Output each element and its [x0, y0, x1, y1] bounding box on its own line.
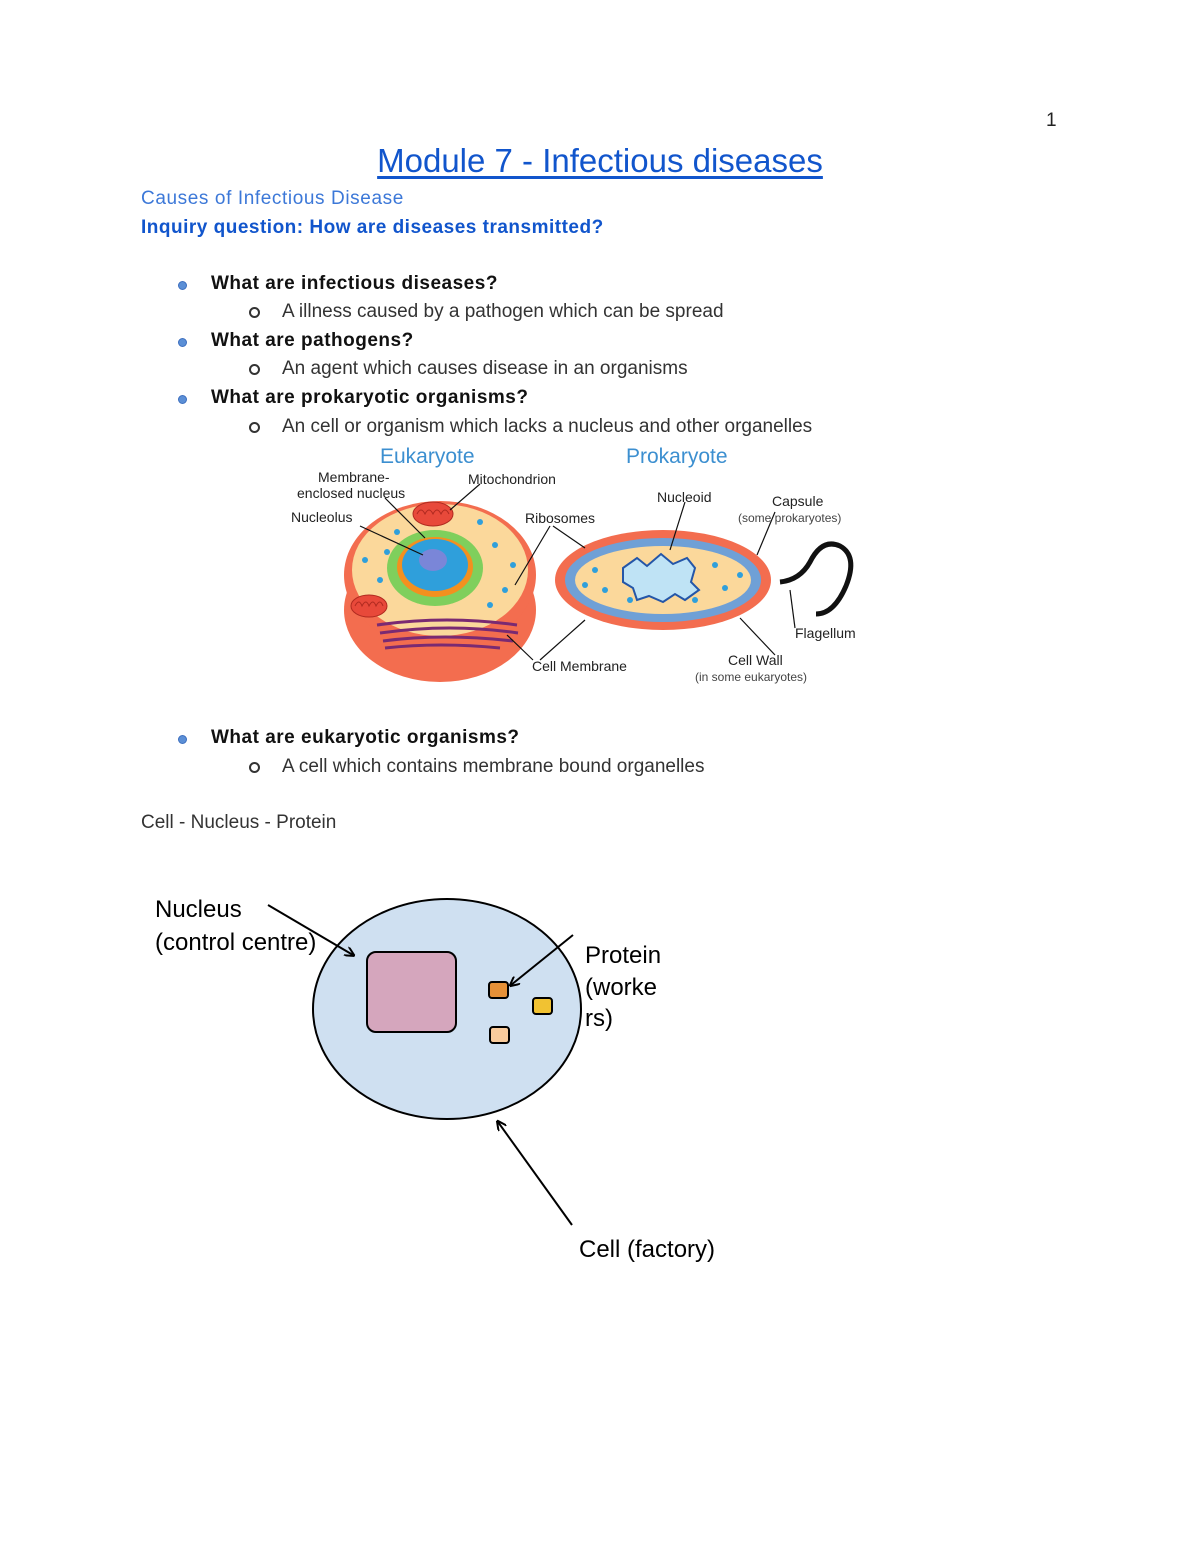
hollow-bullet-icon: [249, 307, 260, 318]
nucleolus-label: Nucleolus: [291, 509, 352, 525]
cell-comparison-diagram: Eukaryote Prokaryote Membrane- enclosed …: [291, 445, 856, 684]
workers-label-1: (worke: [585, 974, 657, 1001]
hollow-bullet-icon: [249, 364, 260, 375]
question-prokaryotic: What are prokaryotic organisms?: [211, 387, 529, 408]
cell-factory-diagram: Nucleus (control centre) Protein (worke …: [155, 896, 715, 1263]
question-eukaryotic: What are eukaryotic organisms?: [211, 727, 520, 748]
nucleus-shape: [366, 951, 457, 1033]
section-heading: Causes of Infectious Disease: [141, 188, 404, 209]
cell-membrane-label: Cell Membrane: [532, 658, 627, 674]
protein-shape: [488, 981, 509, 999]
enclosed-nucleus-label: enclosed nucleus: [297, 485, 405, 501]
page-number: 1: [1046, 110, 1057, 131]
bullet-icon: [178, 395, 187, 404]
nucleus-label: Nucleus: [155, 896, 242, 923]
answer-prokaryotic: An cell or organism which lacks a nucleu…: [282, 416, 813, 437]
hollow-bullet-icon: [249, 422, 260, 433]
capsule-note: (some prokaryotes): [738, 511, 841, 525]
capsule-label: Capsule: [772, 493, 824, 509]
eukaryote-title: Eukaryote: [380, 445, 475, 468]
hollow-bullet-icon: [249, 762, 260, 773]
mitochondrion-label: Mitochondrion: [468, 471, 556, 487]
bullet-icon: [178, 735, 187, 744]
control-centre-label: (control centre): [155, 929, 316, 956]
cell-wall-note: (in some eukaryotes): [695, 670, 807, 684]
ribosomes-label: Ribosomes: [525, 510, 595, 526]
answer-pathogens: An agent which causes disease in an orga…: [282, 358, 688, 379]
bullet-icon: [178, 338, 187, 347]
flagellum-label: Flagellum: [795, 625, 856, 641]
question-pathogens: What are pathogens?: [211, 330, 414, 351]
nucleus-arrow: [267, 904, 353, 955]
answer-infectious-diseases: A illness caused by a pathogen which can…: [282, 301, 724, 322]
answer-eukaryotic: A cell which contains membrane bound org…: [282, 756, 705, 777]
workers-label-2: rs): [585, 1005, 613, 1032]
question-infectious-diseases: What are infectious diseases?: [211, 273, 498, 294]
bullet-icon: [178, 281, 187, 290]
prokaryote-title: Prokaryote: [626, 445, 728, 468]
cell-arrow: [498, 1122, 573, 1226]
eukaryote-cell: [344, 501, 536, 682]
prokaryote-cell: [555, 530, 854, 630]
protein-label: Protein: [585, 942, 661, 969]
summary-line: Cell - Nucleus - Protein: [141, 812, 337, 833]
cell-factory-label: Cell (factory): [579, 1236, 715, 1263]
inquiry-question: Inquiry question: How are diseases trans…: [141, 217, 604, 238]
protein-shape: [532, 997, 553, 1015]
membrane-label: Membrane-: [318, 469, 390, 485]
document-title[interactable]: Module 7 - Infectious diseases: [377, 142, 823, 179]
protein-arrow: [511, 934, 574, 985]
nucleoid-label: Nucleoid: [657, 489, 711, 505]
cell-wall-label: Cell Wall: [728, 652, 783, 668]
protein-shape: [489, 1026, 510, 1044]
